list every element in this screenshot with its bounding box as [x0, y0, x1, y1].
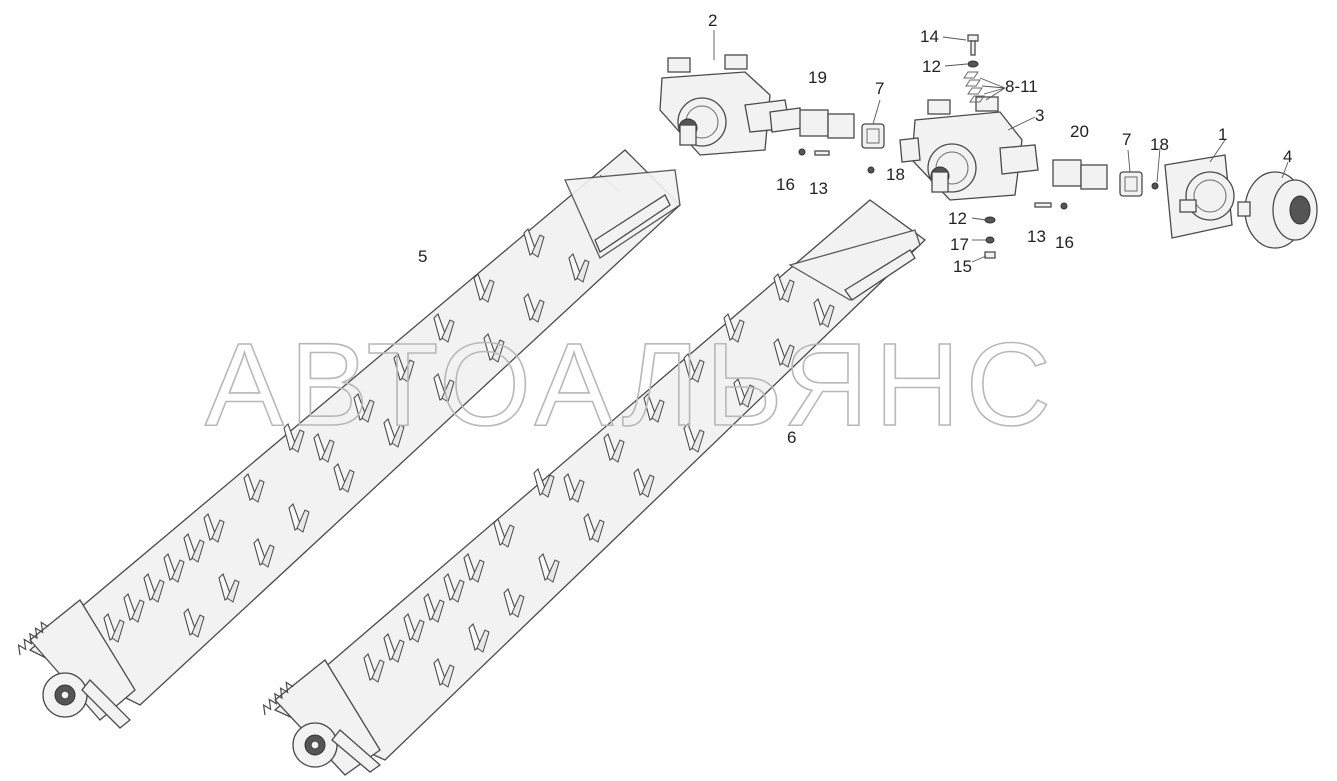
bolt-14: [967, 34, 979, 56]
bearing-housing-1: [1164, 154, 1235, 239]
callout-14: 14: [920, 27, 939, 46]
watermark-text: АВТОАЛЬЯНС: [205, 319, 1057, 451]
fasteners-lower-right: [1034, 182, 1159, 210]
callout-12-lower: 12: [948, 209, 967, 228]
callout-1: 1: [1218, 125, 1227, 144]
callout-8-11: 8-11: [1005, 77, 1038, 96]
callout-3: 3: [1035, 106, 1044, 125]
washer-12-upper: [967, 60, 979, 68]
callout-2: 2: [708, 11, 717, 30]
callout-6: 6: [787, 428, 796, 447]
drive-hub-left: [13, 599, 136, 729]
callout-7-upper: 7: [875, 79, 884, 98]
callout-16-lower: 16: [1055, 233, 1074, 252]
callout-13-lower: 13: [1027, 227, 1046, 246]
callout-4: 4: [1283, 147, 1292, 166]
shims-8-11: [963, 71, 985, 103]
callout-13-upper: 13: [809, 179, 828, 198]
universal-joint-19: [769, 107, 855, 139]
callout-19: 19: [808, 68, 827, 87]
callout-15: 15: [953, 257, 972, 276]
fasteners-lower-stack: [984, 216, 996, 259]
leader-lines: [713, 30, 1289, 263]
callout-17: 17: [950, 235, 969, 254]
callout-12-upper: 12: [922, 57, 941, 76]
callout-7-lower: 7: [1122, 130, 1131, 149]
callout-labels: 1 2 3 4 5 6 7 7 8-11 12 12 13 13 14 15 1…: [418, 11, 1292, 447]
callout-16-upper: 16: [776, 175, 795, 194]
universal-joint-20: [1052, 159, 1108, 190]
drive-hub-right: [258, 659, 382, 776]
callout-18-lower: 18: [1150, 135, 1169, 154]
fasteners-upper-left: [798, 148, 875, 174]
coupling-7-upper: [861, 123, 885, 149]
clutch-hub-4: [1237, 171, 1318, 249]
coupling-7-lower: [1119, 171, 1143, 197]
callout-20: 20: [1070, 122, 1089, 141]
auger-tube-left: [13, 149, 681, 729]
callout-18-upper: 18: [886, 165, 905, 184]
auger-tube-right: [258, 199, 927, 776]
callout-5: 5: [418, 247, 427, 266]
gearbox-3: [899, 96, 1039, 201]
gearbox-2: [659, 54, 791, 156]
